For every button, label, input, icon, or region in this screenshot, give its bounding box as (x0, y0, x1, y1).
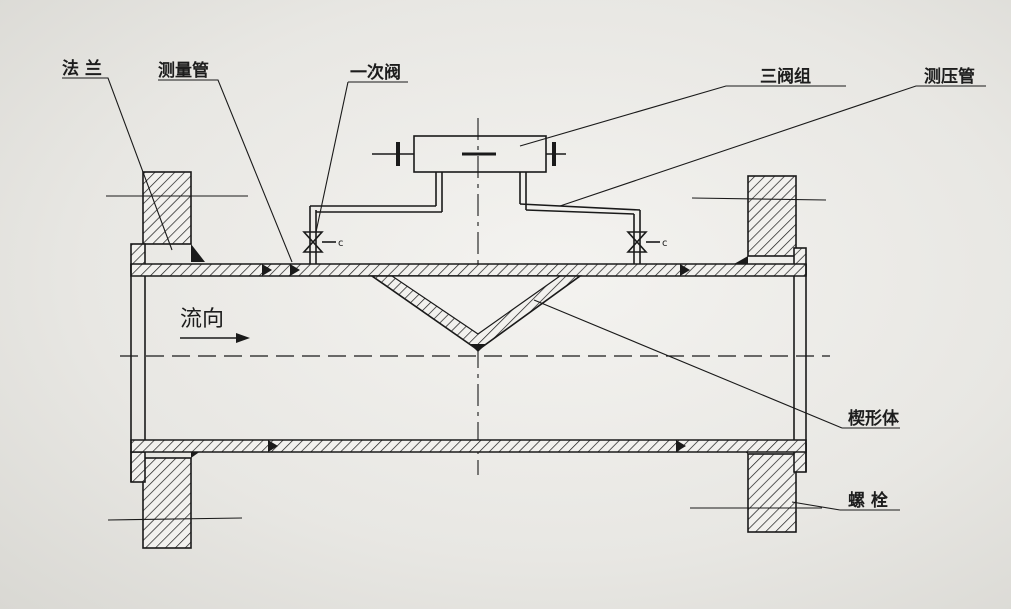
leader-flange (62, 77, 173, 251)
right-pressure-tube: c (519, 172, 668, 264)
label-measuring-tube: 测量管 (158, 60, 209, 81)
wedge-tip (470, 344, 486, 352)
weld-dot (680, 264, 690, 276)
weld-dot (290, 264, 300, 276)
weld-dot (268, 440, 278, 452)
right-tube-horizontal-outer (519, 203, 641, 211)
leader-three-valve-manifold (519, 85, 846, 147)
right-upper-weld (734, 256, 748, 264)
right-flange-lower (747, 453, 797, 533)
left-valve-mark: c (338, 238, 344, 249)
weld-dot (262, 264, 272, 276)
right-flange-upper (747, 175, 797, 257)
pipe-lower-wall (130, 439, 807, 453)
three-valve-manifold (372, 135, 566, 173)
label-primary-valve: 一次阀 (350, 62, 401, 83)
pipe-upper-wall (130, 263, 807, 277)
weld-dot (676, 440, 686, 452)
bolt-line-left-bottom (107, 517, 243, 521)
left-primary-valve-bottom (302, 240, 324, 253)
left-upper-weld (191, 244, 205, 262)
left-flange-upper (142, 171, 192, 245)
bolt-line-right-top (691, 197, 827, 201)
left-primary-valve-top (302, 231, 324, 244)
right-flange (734, 175, 807, 533)
label-wedge-body: 楔形体 (848, 408, 900, 429)
leader-bolt (791, 501, 900, 511)
right-valve-mark: c (662, 238, 668, 249)
left-flange-lower (142, 457, 192, 549)
wedge-body-inner (390, 275, 562, 335)
right-tube-horizontal-inner (525, 209, 635, 215)
label-bolt: 螺 栓 (848, 490, 888, 511)
label-flange: 法 兰 (62, 58, 102, 79)
right-primary-valve-top (626, 231, 648, 244)
left-flange (130, 171, 205, 549)
label-three-valve-manifold: 三阀组 (760, 66, 811, 87)
leader-primary-valve (315, 81, 408, 233)
left-flange-lower-hub (130, 451, 146, 483)
left-pressure-tube: c (302, 172, 443, 264)
flow-arrow-head (236, 333, 250, 343)
leader-wedge-body (533, 299, 900, 429)
label-pressure-tube: 测压管 (924, 66, 975, 87)
leader-measuring-tube (158, 79, 293, 263)
label-flow-direction: 流向 (180, 307, 224, 332)
right-primary-valve-bottom (626, 240, 648, 253)
leader-pressure-tube (559, 85, 986, 207)
